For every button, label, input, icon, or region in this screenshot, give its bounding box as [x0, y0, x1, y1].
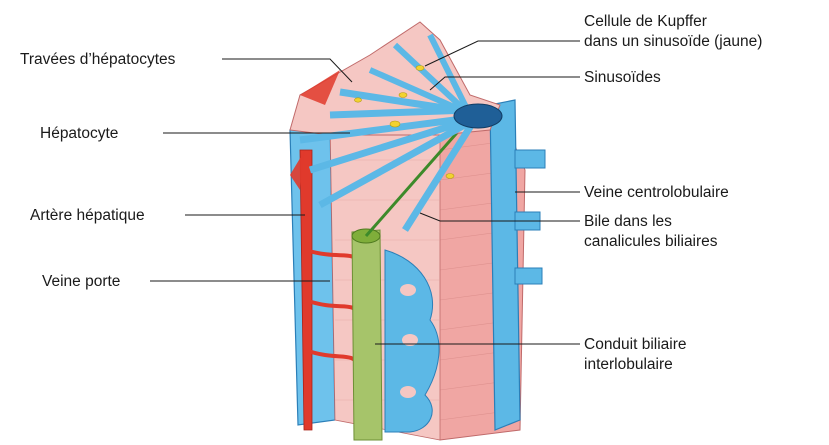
sinusoid-hole-3: [400, 386, 416, 398]
label-conduit-line2: interlobulaire: [584, 355, 673, 374]
label-hepatocyte: Hépatocyte: [40, 124, 118, 143]
label-bile-line2: canalicules biliaires: [584, 232, 718, 251]
label-bile-line1: Bile dans les: [584, 212, 672, 231]
label-conduit-line1: Conduit biliaire: [584, 335, 687, 354]
label-travees: Travées d’hépatocytes: [20, 50, 175, 69]
label-veine-porte: Veine porte: [42, 272, 120, 291]
central-vein-branch-1: [515, 150, 545, 168]
sinusoid-hole-1: [400, 284, 416, 296]
label-kupffer-line2: dans un sinusoïde (jaune): [584, 32, 762, 51]
label-sinusoides: Sinusoïdes: [584, 68, 661, 87]
central-vein-branch-3: [515, 268, 542, 284]
central-vein-top: [454, 104, 502, 128]
bile-duct-column: [352, 230, 382, 440]
label-veine-centrolobulaire: Veine centrolobulaire: [584, 183, 729, 202]
label-kupffer-line1: Cellule de Kupffer: [584, 12, 707, 31]
label-artere-hepatique: Artère hépatique: [30, 206, 145, 225]
